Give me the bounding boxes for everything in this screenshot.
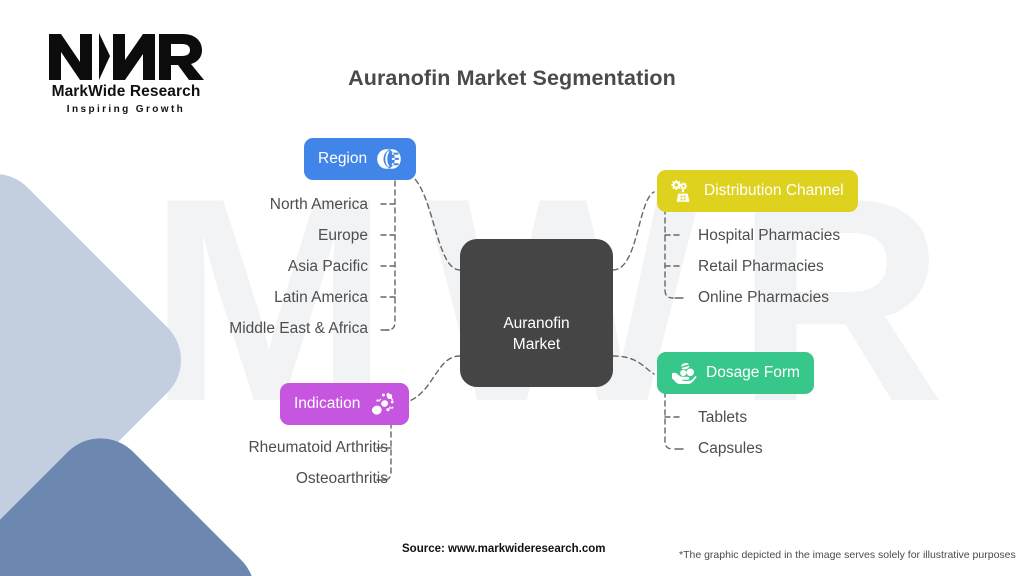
wire-indication-spine bbox=[382, 413, 392, 481]
hand-pills-icon bbox=[671, 361, 697, 385]
globe-icon bbox=[376, 148, 402, 170]
disclaimer-note: *The graphic depicted in the image serve… bbox=[679, 549, 1016, 561]
center-node-label: Auranofin Market bbox=[503, 315, 570, 353]
segment-badge-dosage-form-label: Dosage Form bbox=[706, 364, 800, 381]
wire-distribution-spine bbox=[664, 199, 674, 299]
segment-badge-region-label: Region bbox=[318, 150, 368, 167]
wire-center-region bbox=[403, 171, 461, 271]
list-item: Online Pharmacies bbox=[698, 289, 829, 306]
wire-dosage-spine bbox=[664, 382, 674, 450]
list-item: North America bbox=[269, 196, 368, 213]
wire-center-distribution bbox=[612, 191, 655, 271]
segment-badge-distribution-channel-label: Distribution Channel bbox=[704, 182, 844, 199]
source-credit: Source: www.markwideresearch.com bbox=[402, 543, 606, 555]
list-item: Rheumatoid Arthritis bbox=[248, 439, 388, 456]
segment-items-dosage-form: Tablets Capsules bbox=[698, 402, 998, 464]
segment-items-distribution-channel: Hospital Pharmacies Retail Pharmacies On… bbox=[698, 220, 998, 313]
segment-badge-region[interactable]: Region bbox=[304, 138, 417, 180]
list-item: Middle East & Africa bbox=[229, 320, 368, 337]
list-item: Tablets bbox=[698, 409, 748, 426]
list-item: Europe bbox=[318, 227, 368, 244]
mwr-monogram-icon bbox=[49, 33, 204, 80]
brand-logo: MarkWide Research Inspiring Growth bbox=[26, 30, 226, 115]
wire-center-indication bbox=[397, 355, 461, 405]
brand-tagline: Inspiring Growth bbox=[66, 104, 186, 115]
wire-center-dosage bbox=[612, 355, 655, 375]
list-item: Osteoarthritis bbox=[295, 470, 388, 487]
factory-gears-icon bbox=[671, 179, 695, 203]
segment-badge-distribution-channel[interactable]: Distribution Channel bbox=[657, 170, 858, 212]
brand-name: MarkWide Research bbox=[51, 83, 201, 100]
segment-badge-indication[interactable]: Indication bbox=[280, 383, 410, 425]
list-item: Asia Pacific bbox=[287, 258, 368, 275]
list-item: Latin America bbox=[274, 289, 368, 306]
list-item: Hospital Pharmacies bbox=[698, 227, 841, 244]
segment-badge-indication-label: Indication bbox=[294, 395, 361, 412]
wire-region-spine bbox=[386, 171, 396, 331]
center-node: Auranofin Market bbox=[460, 239, 613, 387]
bacteria-icon bbox=[369, 392, 395, 416]
list-item: Capsules bbox=[698, 440, 763, 457]
page-title: Auranofin Market Segmentation bbox=[348, 66, 676, 90]
segment-items-indication: Rheumatoid Arthritis Osteoarthritis bbox=[100, 432, 388, 494]
segment-badge-dosage-form[interactable]: Dosage Form bbox=[657, 352, 814, 394]
segment-items-region: North America Europe Asia Pacific Latin … bbox=[100, 189, 368, 344]
list-item: Retail Pharmacies bbox=[698, 258, 824, 275]
